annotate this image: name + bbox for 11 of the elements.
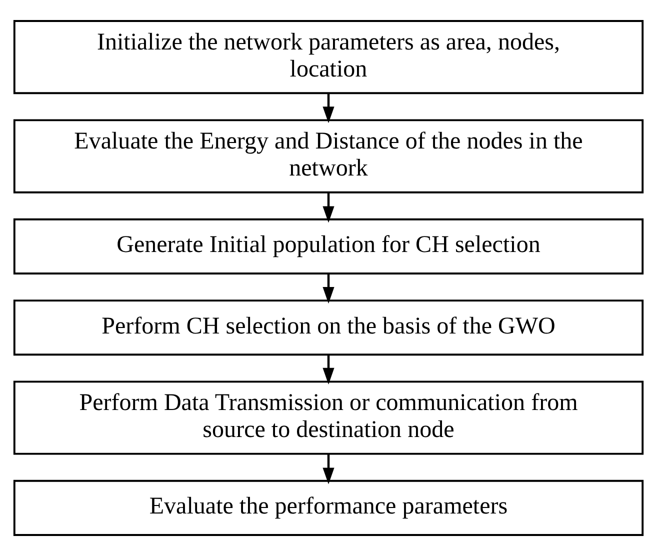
node-box: Perform CH selection on the basis of the GWO bbox=[13, 299, 644, 356]
arrow bbox=[322, 92, 334, 123]
node-box: Evaluate the Energy and Distance of the nodes in the network bbox=[13, 118, 644, 193]
arrow bbox=[322, 273, 334, 304]
node-box: Perform Data Transmission or communication from source to destination node bbox=[13, 380, 644, 454]
arrow bbox=[322, 192, 334, 222]
node-box: Generate Initial population for CH selection bbox=[13, 218, 644, 274]
node-box: Evaluate the performance parameters bbox=[13, 479, 644, 536]
arrow bbox=[322, 454, 334, 484]
node-box: Initialize the network parameters as area, nodes, location bbox=[13, 20, 644, 94]
arrow bbox=[322, 354, 334, 384]
